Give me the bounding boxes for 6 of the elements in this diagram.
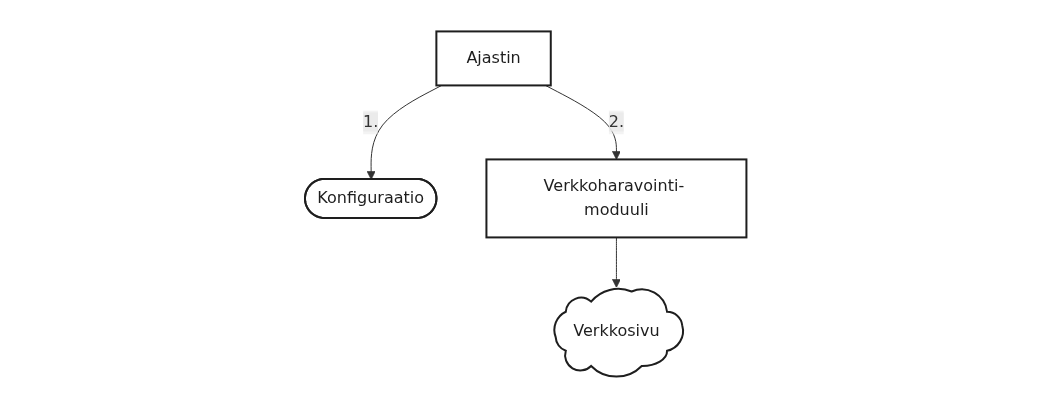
- arrow: [366, 84, 442, 180]
- edge-label: 2.: [608, 112, 624, 132]
- edge-label: 1.: [362, 112, 379, 132]
- node-box: Verkkoharavointi- moduuli: [485, 158, 748, 239]
- node-box: Ajastin: [435, 30, 552, 87]
- arrow: [611, 236, 621, 288]
